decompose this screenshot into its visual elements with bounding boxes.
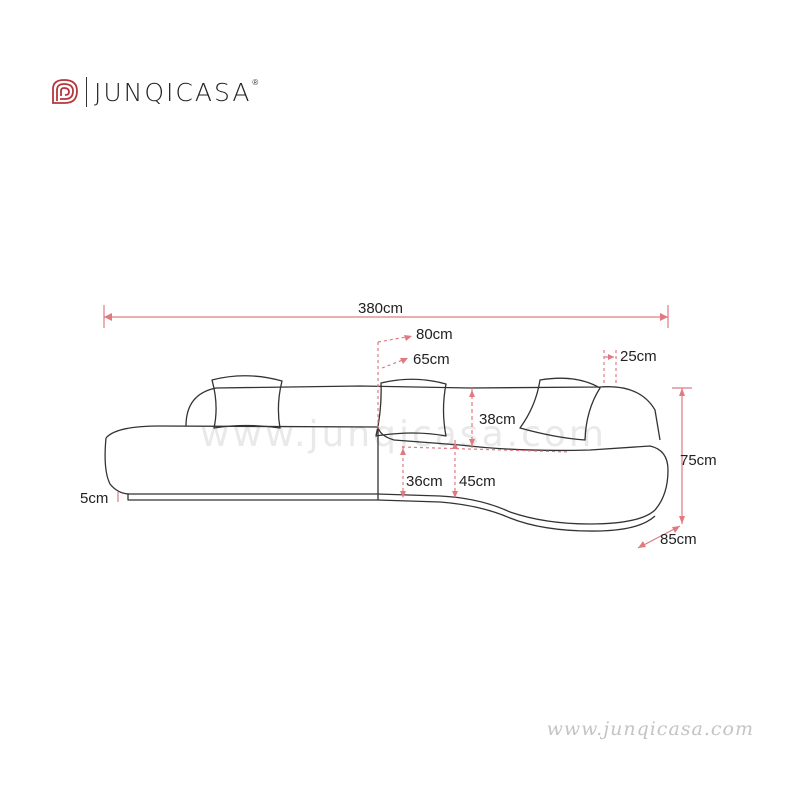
pillow-right <box>519 377 601 441</box>
registered-mark: ® <box>252 78 259 87</box>
brand-logo: JUNQICASA ® <box>50 74 258 110</box>
watermark-text: www.junqicasa.com <box>200 414 607 455</box>
sofa-outline <box>104 375 669 532</box>
label-cushion-width: 65cm <box>413 351 450 368</box>
sofa-left-body <box>104 437 378 495</box>
brand-name: JUNQICASA <box>94 77 252 107</box>
logo-divider <box>86 77 87 107</box>
sofa-base-left <box>127 494 378 501</box>
footer-website-url: www.junqicasa.com <box>546 718 754 740</box>
label-cushion-height: 36cm <box>406 473 443 490</box>
brand-swirl-icon <box>52 79 78 104</box>
label-total-length: 380cm <box>358 300 403 317</box>
sofa-seat-top-left <box>105 425 379 439</box>
label-depth: 85cm <box>660 531 697 548</box>
label-module-depth: 80cm <box>416 326 453 343</box>
pillow-left <box>211 375 283 429</box>
label-total-height: 75cm <box>680 452 717 469</box>
sofa-base-right <box>377 499 656 532</box>
label-arm-width: 25cm <box>620 348 657 365</box>
label-back-height: 38cm <box>479 411 516 428</box>
label-seat-height: 45cm <box>459 473 496 490</box>
sofa-right-body <box>377 469 669 525</box>
sofa-backrest <box>185 385 661 441</box>
sofa-seat-top-right <box>377 426 669 471</box>
dimension-lines <box>103 305 692 549</box>
label-base-height: 5cm <box>80 490 108 507</box>
